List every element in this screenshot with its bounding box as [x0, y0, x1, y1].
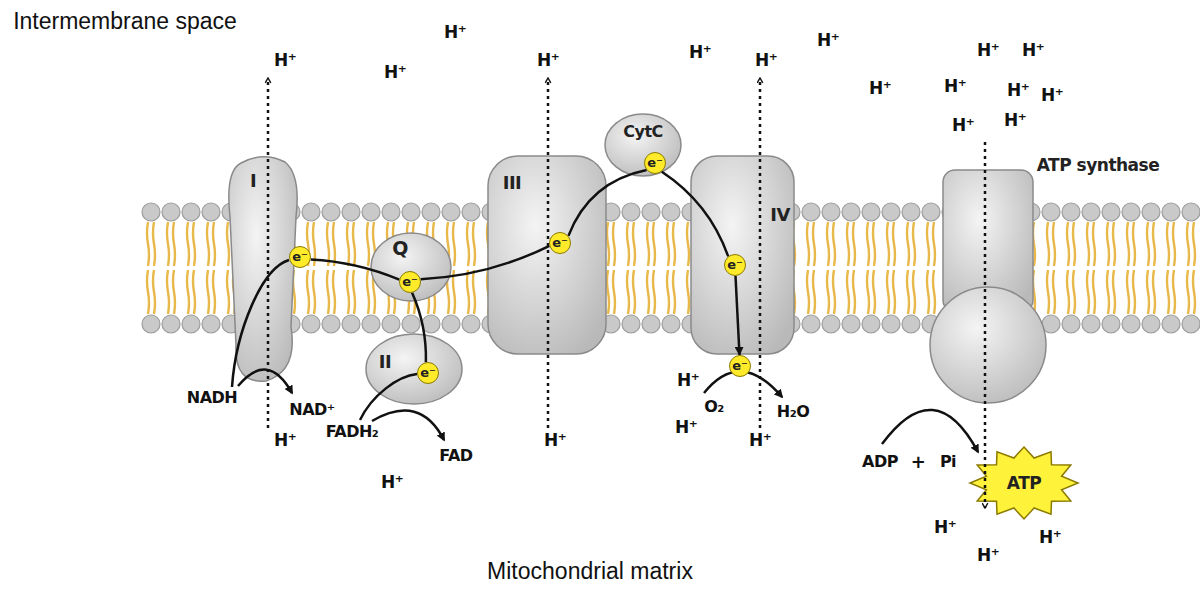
- ion-label: H⁺: [689, 43, 711, 62]
- electron-label: e⁻: [292, 250, 308, 263]
- ion-label: H⁺: [749, 431, 771, 450]
- ion-label: H⁺: [977, 41, 999, 60]
- ion-label: H⁺: [544, 431, 566, 450]
- complex-ii: II e⁻: [365, 333, 463, 405]
- complex-label: ATP synthase: [1037, 156, 1159, 175]
- ubiquinone: Qe⁻: [370, 232, 452, 302]
- electron-circle: e⁻: [729, 355, 751, 377]
- ion-label: H⁺: [384, 63, 406, 82]
- region-label: Intermembrane space: [13, 9, 237, 34]
- ion-label: H⁺: [1041, 86, 1063, 105]
- electron-transfer-line: [568, 170, 646, 236]
- electron-circle: e⁻: [724, 254, 746, 276]
- molecule-label: ADP: [862, 453, 898, 471]
- ion-label: H⁺: [274, 431, 296, 450]
- ion-label: H⁺: [952, 116, 974, 135]
- ion-label: H⁺: [381, 473, 403, 492]
- ion-label: H⁺: [817, 31, 839, 50]
- electron-circle: e⁻: [549, 232, 571, 254]
- complex-label: ATP: [1007, 474, 1041, 493]
- ion-label: H⁺: [944, 77, 966, 96]
- complex-i-shape: [225, 155, 303, 387]
- ion-label: H⁺: [677, 371, 699, 390]
- region-label: Mitochondrial matrix: [487, 559, 693, 584]
- electron-circle: e⁻: [644, 152, 666, 174]
- electron-transfer-line: [662, 172, 728, 257]
- ion-label: H⁺: [274, 51, 296, 70]
- ion-label: +: [911, 452, 926, 472]
- electron-label: e⁻: [647, 156, 663, 169]
- ion-label: H⁺: [675, 418, 697, 437]
- ion-label: H⁺: [537, 51, 559, 70]
- ion-label: H⁺: [1039, 528, 1061, 547]
- electron-transfer-line: [311, 259, 400, 279]
- electron-label: e⁻: [732, 359, 748, 372]
- complex-i: Ie⁻: [225, 155, 303, 387]
- molecule-label: FAD: [439, 447, 472, 465]
- atp-synthase: ATP synthase: [928, 165, 1050, 405]
- electron-transfer-line: [421, 246, 550, 279]
- complex-label: III: [503, 173, 522, 193]
- molecule-label: H₂O: [777, 403, 810, 421]
- molecule-label: NAD⁺: [289, 401, 335, 419]
- electron-label: e⁻: [552, 236, 568, 249]
- electron-label: e⁻: [402, 275, 418, 288]
- ion-label: H⁺: [934, 518, 956, 537]
- complex-label: CytC: [623, 123, 663, 141]
- complex-iv-shape: [690, 155, 795, 355]
- complex-label: Q: [392, 238, 408, 259]
- molecule-label: NADH: [187, 389, 237, 407]
- ion-label: H⁺: [869, 79, 891, 98]
- electron-circle: e⁻: [399, 271, 421, 293]
- electron-label: e⁻: [420, 366, 436, 379]
- complex-label: II: [379, 352, 391, 372]
- ion-label: H⁺: [977, 546, 999, 565]
- ion-label: H⁺: [1004, 111, 1026, 130]
- complex-iii: III e⁻: [487, 155, 607, 355]
- cytochrome-c: CytC e⁻: [604, 113, 682, 177]
- ion-label: H⁺: [1022, 41, 1044, 60]
- atp-synthase-shape: [928, 165, 1050, 405]
- electron-circle: e⁻: [289, 246, 311, 268]
- ion-label: H⁺: [444, 23, 466, 42]
- complex-label: I: [250, 171, 256, 191]
- atp-product: ATP: [968, 445, 1080, 521]
- molecule-label: FADH₂: [326, 423, 379, 441]
- electron-label: e⁻: [727, 258, 743, 271]
- electron-circle: e⁻: [417, 362, 439, 384]
- ion-label: O₂: [704, 398, 724, 416]
- ion-label: H⁺: [1007, 81, 1029, 100]
- electron-transfer-line: [412, 293, 426, 362]
- electron-transfer-line: [736, 276, 740, 355]
- ion-label: Pi: [940, 453, 956, 471]
- complex-label: IV: [770, 205, 790, 225]
- ion-label: H⁺: [755, 51, 777, 70]
- complex-iv: IVe⁻e⁻: [690, 155, 795, 355]
